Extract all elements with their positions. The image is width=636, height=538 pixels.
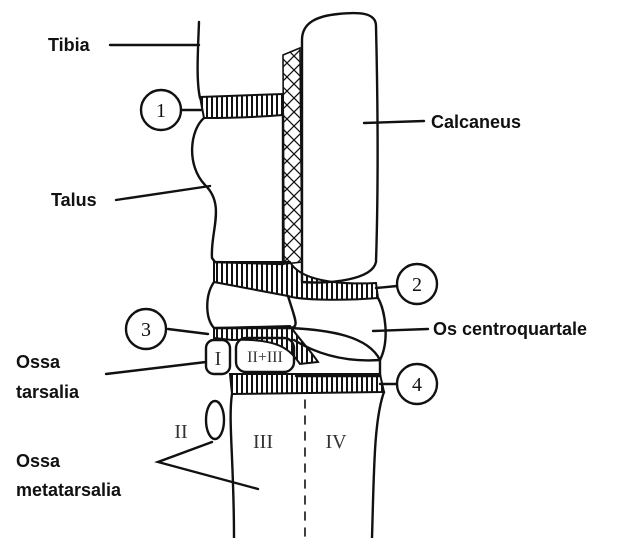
joint-2-marker: 2 xyxy=(376,264,437,304)
joint-1-number: 1 xyxy=(156,100,166,122)
tibia-label: Tibia xyxy=(48,35,91,55)
metatarsal-4-numeral: IV xyxy=(325,431,347,453)
joint-4-marker: 4 xyxy=(380,364,437,404)
joint-3-number: 3 xyxy=(141,319,151,341)
metatarsal-2-numeral: II xyxy=(174,421,187,443)
calcaneus-label: Calcaneus xyxy=(431,112,521,132)
talus-label: Talus xyxy=(51,190,97,210)
metatarsal-bones xyxy=(231,394,234,538)
tarsal-1-numeral: I xyxy=(215,348,222,370)
talus-leader xyxy=(116,186,210,200)
joint-1-marker: 1 xyxy=(141,90,202,130)
talus-bone xyxy=(192,115,283,264)
joint-3-marker: 3 xyxy=(126,309,208,349)
ossa-metatarsalia-label-line1: Ossa xyxy=(16,451,61,471)
calcaneus-bone xyxy=(302,13,378,282)
calcaneus-leader xyxy=(364,121,424,123)
joint-2-number: 2 xyxy=(412,274,422,296)
joint-4-number: 4 xyxy=(412,374,422,396)
joint-2-cartilage xyxy=(214,262,378,300)
metatarsal-3-numeral: III xyxy=(253,431,273,453)
os-centroquartale-label: Os centroquartale xyxy=(433,319,587,339)
ossa-metatarsalia-label-line2: metatarsalia xyxy=(16,480,122,500)
joint-1-cartilage xyxy=(200,94,283,118)
tarsal-2-3-numeral: II+III xyxy=(247,349,283,366)
ligament-strip xyxy=(283,48,302,264)
ossa-tarsalia-leader xyxy=(106,362,206,374)
ossa-metatarsalia-leader xyxy=(158,442,258,489)
os-centroquartale-leader xyxy=(373,329,428,331)
ossa-tarsalia-label-line1: Ossa xyxy=(16,352,61,372)
metatarsal-2-bone xyxy=(206,401,224,439)
tibia-bone xyxy=(198,22,200,98)
joint-4-cartilage xyxy=(230,374,384,394)
ossa-tarsalia-label-line2: tarsalia xyxy=(16,382,80,402)
